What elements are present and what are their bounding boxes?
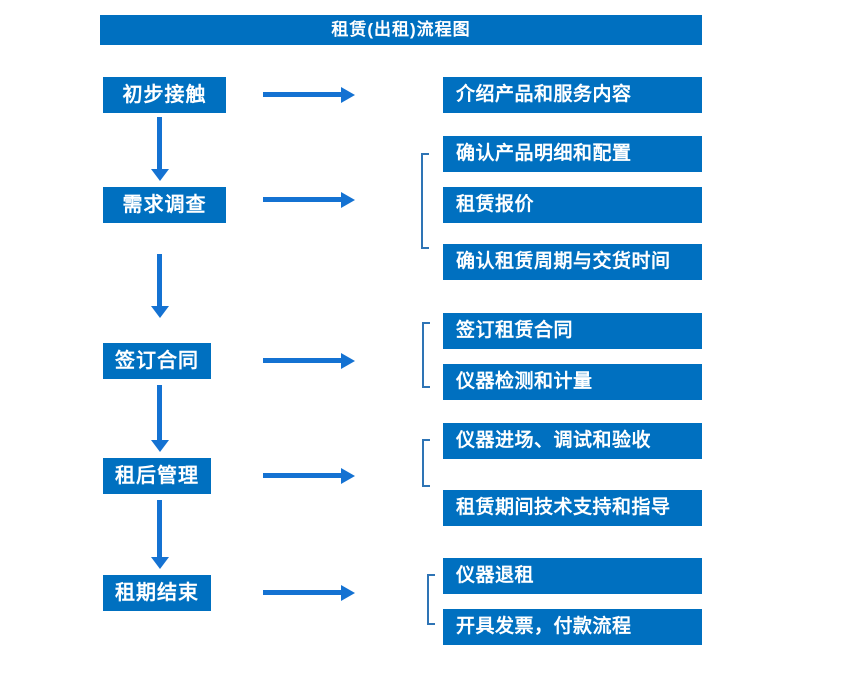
- right-arrow-5: [263, 585, 355, 601]
- group-bracket-demand-survey: [421, 153, 429, 249]
- step-box-post-rental: 租后管理: [103, 458, 211, 494]
- right-arrow-shaft: [263, 473, 342, 478]
- down-arrow-4: [151, 500, 169, 569]
- group-bracket-sign-contract: [422, 322, 430, 388]
- right-arrow-shaft: [263, 590, 342, 595]
- group-bracket-rental-end: [427, 574, 435, 625]
- down-arrow-shaft: [157, 117, 162, 170]
- detail-box-instrument-return: 仪器退租: [443, 558, 702, 594]
- step-box-sign-contract: 签订合同: [103, 343, 211, 379]
- down-arrow-2: [151, 254, 169, 318]
- right-arrow-head: [341, 192, 355, 208]
- detail-box-instrument-setup: 仪器进场、调试和验收: [443, 423, 702, 459]
- down-arrow-head: [151, 557, 169, 569]
- group-bracket-post-rental: [422, 439, 430, 487]
- step-box-initial-contact: 初步接触: [103, 77, 226, 113]
- right-arrow-shaft: [263, 92, 342, 97]
- down-arrow-shaft: [157, 254, 162, 307]
- detail-box-confirm-period: 确认租赁周期与交货时间: [443, 244, 702, 280]
- right-arrow-shaft: [263, 358, 342, 363]
- right-arrow-head: [341, 468, 355, 484]
- down-arrow-1: [151, 117, 169, 181]
- right-arrow-head: [341, 353, 355, 369]
- down-arrow-head: [151, 169, 169, 181]
- right-arrow-2: [263, 192, 355, 208]
- diagram-title: 租赁(出租)流程图: [100, 15, 702, 45]
- down-arrow-head: [151, 440, 169, 452]
- down-arrow-3: [151, 385, 169, 452]
- detail-box-introduce-products: 介绍产品和服务内容: [443, 77, 702, 113]
- down-arrow-shaft: [157, 500, 162, 558]
- detail-box-confirm-product-spec: 确认产品明细和配置: [443, 136, 702, 172]
- detail-box-sign-rental-contract: 签订租赁合同: [443, 313, 702, 349]
- down-arrow-head: [151, 306, 169, 318]
- right-arrow-shaft: [263, 197, 342, 202]
- right-arrow-4: [263, 468, 355, 484]
- down-arrow-shaft: [157, 385, 162, 441]
- detail-box-invoice-payment: 开具发票，付款流程: [443, 609, 702, 645]
- right-arrow-head: [341, 87, 355, 103]
- detail-box-rental-quote: 租赁报价: [443, 187, 702, 223]
- step-box-demand-survey: 需求调查: [103, 187, 226, 223]
- detail-box-instrument-testing: 仪器检测和计量: [443, 364, 702, 400]
- right-arrow-3: [263, 353, 355, 369]
- step-box-rental-end: 租期结束: [103, 575, 211, 611]
- right-arrow-head: [341, 585, 355, 601]
- right-arrow-1: [263, 87, 355, 103]
- detail-box-tech-support: 租赁期间技术支持和指导: [443, 490, 702, 526]
